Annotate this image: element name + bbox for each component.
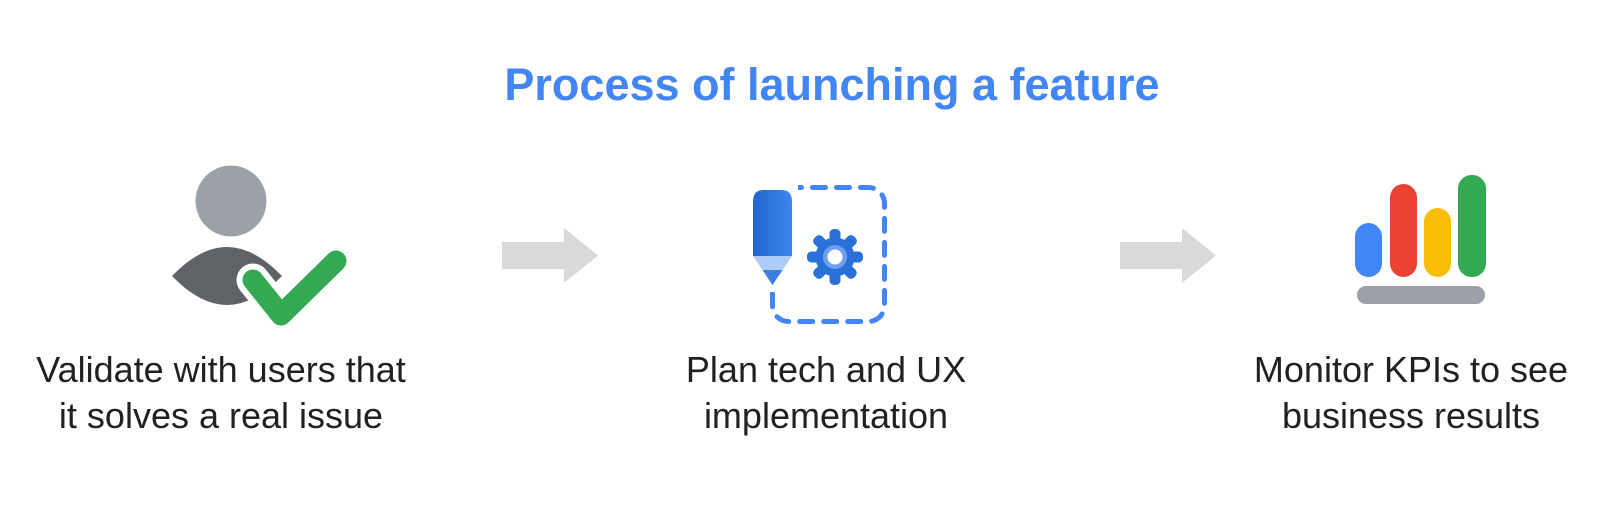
caption-line: business results bbox=[1281, 395, 1541, 436]
chart-bar-red bbox=[1390, 184, 1417, 277]
right-arrow-icon bbox=[502, 228, 598, 283]
user-checkmark-icon bbox=[172, 165, 350, 330]
caption-line: Validate with users that bbox=[36, 349, 406, 390]
chart-bar-green bbox=[1458, 175, 1486, 277]
step-caption-validate: Validate with users that it solves a rea… bbox=[15, 347, 427, 439]
caption-line: it solves a real issue bbox=[58, 395, 384, 436]
right-arrow-icon bbox=[1120, 228, 1216, 283]
caption-line: Plan tech and UX bbox=[685, 349, 967, 390]
chart-base-bar bbox=[1357, 286, 1485, 304]
step-caption-plan: Plan tech and UX implementation bbox=[620, 347, 1032, 439]
checkmark-icon bbox=[242, 250, 347, 326]
caption-line: Monitor KPIs to see bbox=[1253, 349, 1569, 390]
chart-bar-blue bbox=[1355, 223, 1382, 277]
step-caption-monitor: Monitor KPIs to see business results bbox=[1205, 347, 1600, 439]
chart-bar-yellow bbox=[1424, 208, 1451, 277]
pencil-gear-icon bbox=[747, 182, 887, 324]
person-head bbox=[195, 165, 267, 237]
page-title: Process of launching a feature bbox=[504, 59, 1160, 110]
caption-line: implementation bbox=[703, 395, 949, 436]
gear-icon bbox=[807, 229, 863, 285]
pencil-icon bbox=[753, 190, 792, 285]
bar-chart-icon bbox=[1355, 175, 1486, 304]
